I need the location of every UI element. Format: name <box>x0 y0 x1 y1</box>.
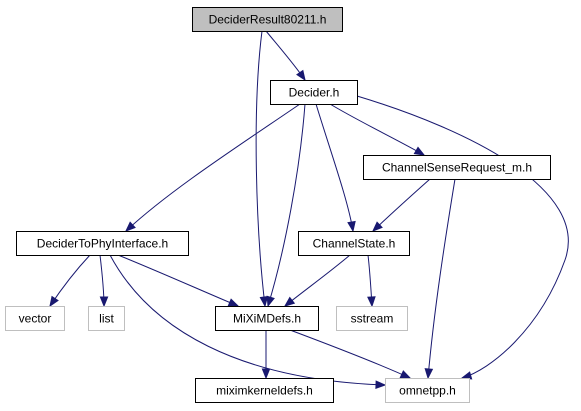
node-sstream-box <box>336 306 408 331</box>
node-channel-sense-request[interactable]: ChannelSenseRequest_m.h <box>363 155 551 180</box>
edge-decider-to-channel-state-line <box>315 103 354 232</box>
edge-decider-to-mixim-defs-arrowhead <box>266 295 275 308</box>
edge-decider-to-phy-to-vector-line <box>49 254 91 307</box>
edge-mixim-defs-to-omnetpp <box>289 329 412 379</box>
node-list-box <box>88 306 125 331</box>
node-decider-to-phy-label: DeciderToPhyInterface.h <box>37 237 168 251</box>
node-omnetpp-label: omnetpp.h <box>399 384 456 398</box>
node-vector: vector <box>5 306 65 331</box>
node-mixim-defs-label: MiXiMDefs.h <box>233 312 301 326</box>
edge-decider-to-channel-sense-request <box>329 103 426 156</box>
node-channel-sense-request-label: ChannelSenseRequest_m.h <box>382 161 532 175</box>
edge-decider-to-phy-to-mixim-defs-arrowhead <box>227 298 240 307</box>
node-channel-state-label: ChannelState.h <box>313 237 396 251</box>
node-vector-box <box>5 306 65 331</box>
edge-channel-state-to-sstream-arrowhead <box>367 296 376 308</box>
edge-decider-to-decider-to-phy-arrowhead <box>125 221 136 232</box>
edge-channel-sense-request-to-omnetpp <box>424 178 456 380</box>
edge-decider-to-channel-sense-request-arrowhead <box>413 146 426 156</box>
edge-channel-state-to-mixim-defs-arrowhead <box>283 296 296 307</box>
edge-decider-to-phy-to-vector <box>49 254 91 308</box>
edge-decider-to-phy-to-mixim-defs <box>117 254 240 307</box>
node-decider-to-phy-box <box>16 231 189 256</box>
edge-decider-to-decider-to-phy <box>125 103 301 232</box>
node-decider-result-box <box>192 7 343 32</box>
node-vector-label: vector <box>19 312 52 326</box>
edge-decider-to-mixim-defs-line <box>267 103 306 307</box>
edge-mixim-defs-to-miximkerneldefs <box>261 330 271 380</box>
node-channel-sense-request-box <box>363 155 551 180</box>
nodes-layer: DeciderResult80211.hDecider.hChannelSens… <box>5 7 551 403</box>
edge-channel-sense-request-to-omnetpp-line <box>427 178 456 379</box>
node-miximkerneldefs-label: miximkerneldefs.h <box>216 384 313 398</box>
node-miximkerneldefs-box <box>195 378 334 403</box>
edge-decider-result-to-mixim-defs-line <box>255 30 266 307</box>
edges-layer <box>49 30 569 390</box>
edge-decider-to-phy-to-list-arrowhead <box>99 296 109 308</box>
node-miximkerneldefs[interactable]: miximkerneldefs.h <box>195 378 334 403</box>
edge-decider-to-omnetpp-arrowhead <box>460 371 473 380</box>
edge-channel-sense-request-to-omnetpp-arrowhead <box>424 368 434 380</box>
node-decider[interactable]: Decider.h <box>270 80 358 105</box>
edge-decider-to-phy-to-vector-arrowhead <box>49 295 59 308</box>
node-sstream-label: sstream <box>351 312 394 326</box>
edge-channel-sense-request-to-channel-state <box>372 178 431 232</box>
node-decider-label: Decider.h <box>289 86 340 100</box>
node-channel-state[interactable]: ChannelState.h <box>298 231 410 256</box>
edge-decider-to-omnetpp-line <box>356 95 569 379</box>
edge-decider-to-channel-sense-request-line <box>329 103 425 156</box>
edge-decider-result-to-decider-arrowhead <box>296 69 306 82</box>
edge-decider-to-phy-to-mixim-defs-line <box>117 254 239 307</box>
node-decider-result-label: DeciderResult80211.h <box>209 13 327 27</box>
node-decider-result[interactable]: DeciderResult80211.h <box>192 7 343 32</box>
edge-channel-state-to-sstream <box>367 254 376 308</box>
edge-decider-to-phy-to-omnetpp-arrowhead <box>375 380 387 390</box>
node-mixim-defs-box <box>215 306 319 331</box>
edge-mixim-defs-to-omnetpp-arrowhead <box>399 370 412 379</box>
edge-decider-result-to-mixim-defs-arrowhead <box>259 296 269 308</box>
node-channel-state-box <box>298 231 410 256</box>
edge-decider-result-to-mixim-defs <box>255 30 269 308</box>
edge-decider-to-channel-state <box>315 103 356 233</box>
node-omnetpp: omnetpp.h <box>385 378 470 403</box>
edge-channel-sense-request-to-channel-state-line <box>372 178 431 232</box>
edge-decider-to-channel-state-arrowhead <box>347 220 356 233</box>
edge-decider-result-to-decider <box>265 30 306 82</box>
edge-mixim-defs-to-omnetpp-line <box>289 329 411 379</box>
edge-decider-to-phy-to-list <box>99 254 109 308</box>
node-mixim-defs[interactable]: MiXiMDefs.h <box>215 306 319 331</box>
edge-decider-to-decider-to-phy-line <box>125 103 301 232</box>
node-decider-to-phy[interactable]: DeciderToPhyInterface.h <box>16 231 189 256</box>
node-list: list <box>88 306 125 331</box>
node-decider-box <box>270 80 358 105</box>
node-list-label: list <box>99 312 114 326</box>
edge-channel-sense-request-to-channel-state-arrowhead <box>372 221 383 232</box>
node-omnetpp-box <box>385 378 470 403</box>
edge-channel-state-to-mixim-defs-line <box>284 254 351 307</box>
edge-decider-to-mixim-defs <box>266 103 306 308</box>
edge-mixim-defs-to-miximkerneldefs-arrowhead <box>261 368 271 380</box>
node-sstream: sstream <box>336 306 408 331</box>
edge-channel-state-to-mixim-defs <box>283 254 351 307</box>
